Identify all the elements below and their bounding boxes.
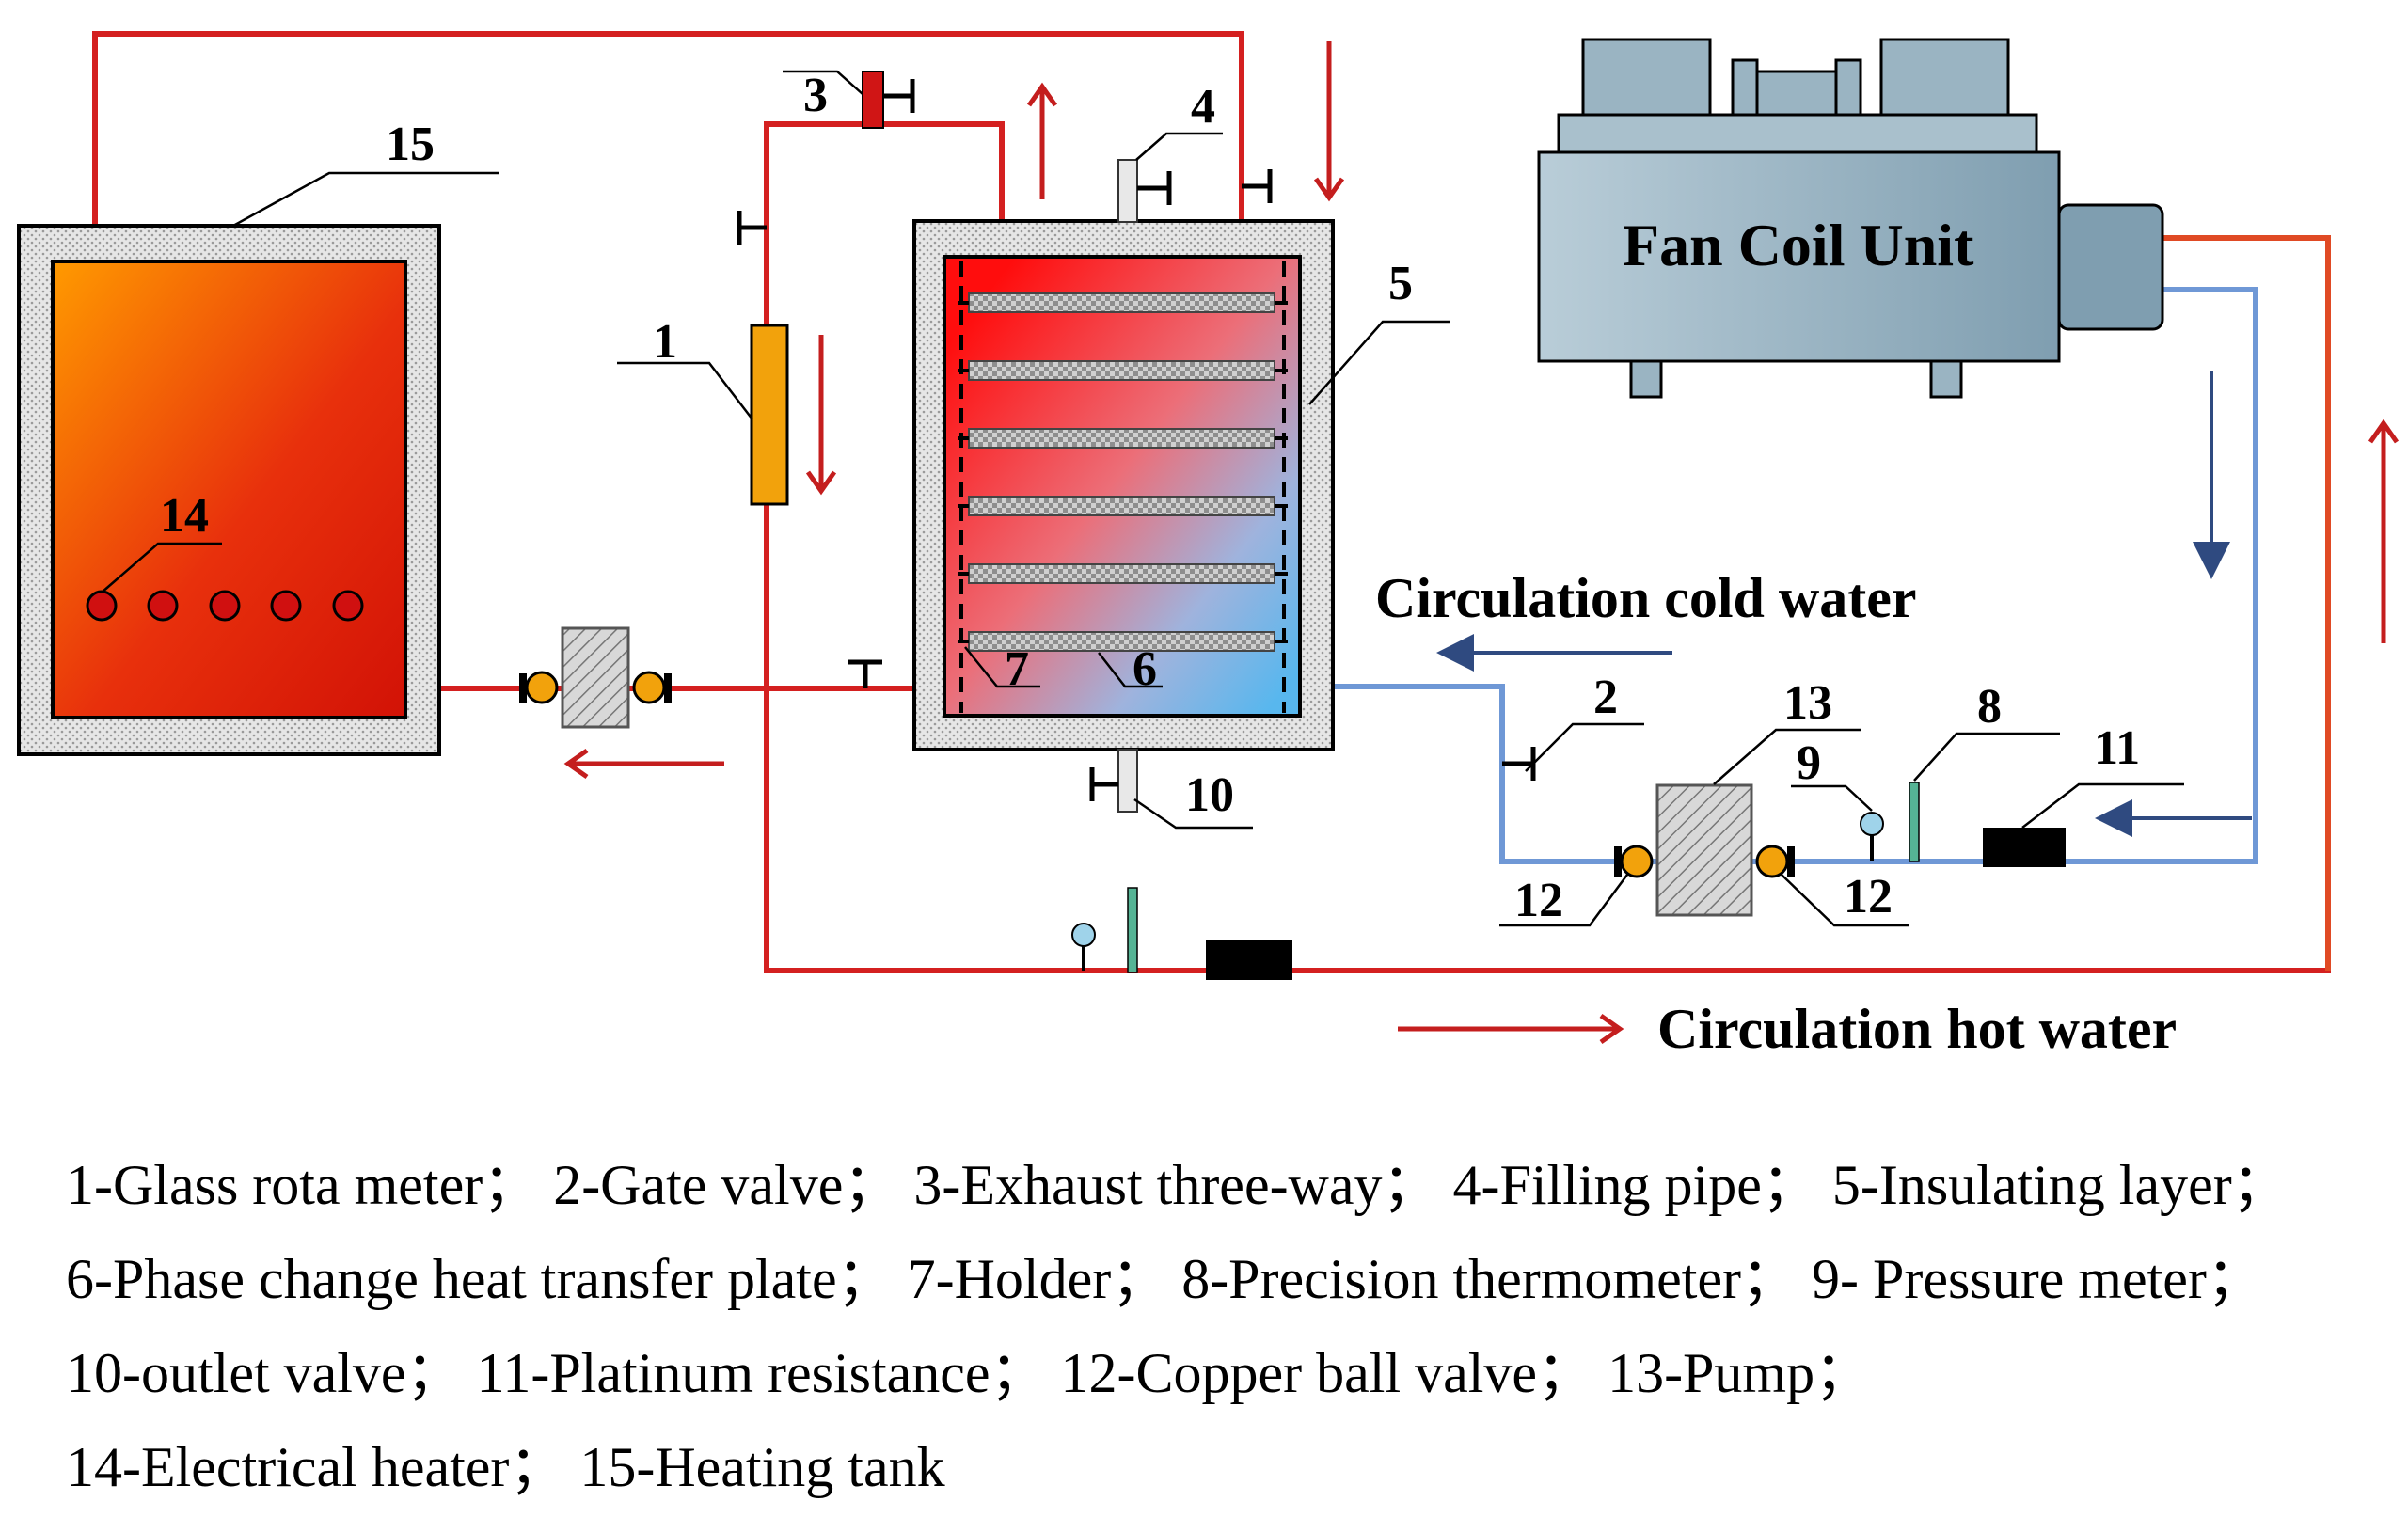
cold-flow-arrows [1436, 371, 2252, 837]
component-legend: 1-Glass rota meter； 2-Gate valve； 3-Exha… [66, 1138, 2361, 1514]
legend-item-1: 1-Glass rota meter； [66, 1154, 540, 1216]
label-7: 7 [1005, 642, 1029, 696]
legend-item-9: 9- Pressure meter； [1812, 1248, 2263, 1310]
legend-item-12: 12-Copper ball valve； [1060, 1342, 1594, 1404]
label-6: 6 [1133, 642, 1157, 696]
outlet-valve [1089, 749, 1138, 813]
label-13: 13 [1783, 676, 1832, 730]
cold-water-pipes [1331, 287, 2258, 864]
label-15: 15 [386, 118, 435, 171]
legend-item-5: 5-Insulating layer； [1831, 1154, 2289, 1216]
legend-item-8: 8-Precision thermometer； [1181, 1248, 1798, 1310]
fan-coil-unit [1537, 38, 2164, 399]
legend-item-14: 14-Electrical heater； [66, 1436, 566, 1498]
vent-valves [737, 169, 1273, 688]
label-11: 11 [2094, 721, 2140, 775]
label-12-right: 12 [1844, 870, 1893, 924]
electrical-heaters [86, 590, 364, 622]
cold-gate-valve [1502, 747, 1536, 781]
legend-item-3: 3-Exhaust three-way； [913, 1154, 1439, 1216]
label-3: 3 [803, 69, 828, 122]
legend-item-13: 13-Pump； [1608, 1342, 1872, 1404]
hot-flow-arrows [563, 41, 2400, 1045]
circulation-pump [1614, 783, 1795, 917]
heating-tank [17, 224, 441, 756]
hot-pressure-meter [1071, 923, 1096, 971]
hot-water-label: Circulation hot water [1657, 998, 2177, 1060]
filling-pipe [1117, 159, 1172, 223]
legend-item-6: 6-Phase change heat transfer plate； [66, 1248, 894, 1310]
legend-item-4: 4-Filling pipe； [1452, 1154, 1818, 1216]
cold-thermometer [1909, 782, 1920, 862]
label-5: 5 [1388, 257, 1413, 310]
cold-water-label: Circulation cold water [1375, 567, 1916, 629]
label-1: 1 [653, 315, 677, 369]
label-4: 4 [1191, 80, 1215, 134]
label-8: 8 [1977, 680, 2002, 734]
legend-item-11: 11-Platinum resistance； [476, 1342, 1047, 1404]
fan-coil-unit-label: Fan Coil Unit [1623, 212, 1974, 278]
cold-pressure-meter [1860, 812, 1884, 861]
legend-item-7: 7-Holder； [907, 1248, 1168, 1310]
legend-item-15: 15-Heating tank [579, 1436, 945, 1498]
cold-platinum-resistance [1983, 828, 2066, 867]
label-9: 9 [1797, 736, 1821, 790]
label-14: 14 [160, 489, 209, 543]
hot-platinum-resistance [1206, 940, 1292, 980]
exhaust-three-way [862, 71, 915, 129]
label-10: 10 [1185, 768, 1234, 822]
holders [958, 301, 1288, 643]
leader-lines [101, 70, 2184, 927]
label-2: 2 [1593, 671, 1618, 724]
return-pump [519, 626, 672, 729]
label-12-left: 12 [1514, 874, 1563, 927]
legend-item-2: 2-Gate valve； [553, 1154, 900, 1216]
hot-thermometer [1127, 887, 1138, 973]
legend-item-10: 10-outlet valve； [66, 1342, 463, 1404]
glass-rotameter [750, 324, 789, 506]
fcu-hot-pipe [2163, 235, 2331, 971]
phase-change-plates [968, 292, 1275, 652]
component-numbers: 15 14 1 3 4 5 6 7 10 2 13 9 8 11 12 12 [160, 69, 2140, 927]
